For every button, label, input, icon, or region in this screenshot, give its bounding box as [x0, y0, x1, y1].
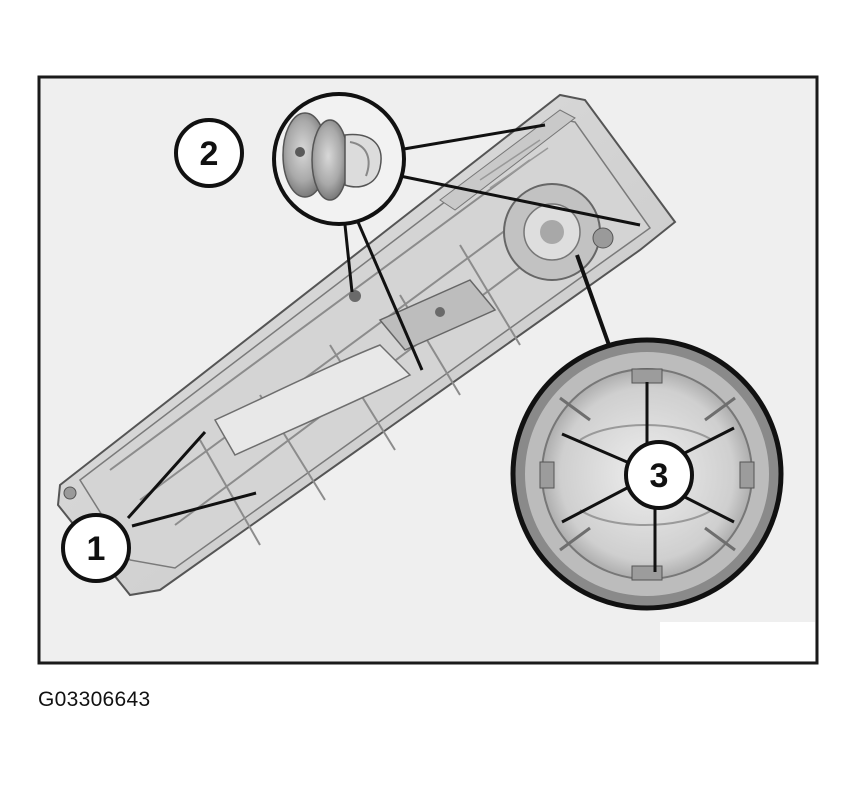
leader-lines-2 — [343, 123, 641, 371]
svg-text:1: 1 — [87, 530, 106, 568]
leader-lines-1 — [126, 430, 257, 528]
callout-3: 3 — [624, 440, 694, 510]
clip-2-detail — [272, 92, 406, 226]
svg-text:2: 2 — [200, 135, 219, 173]
svg-text:3: 3 — [650, 457, 669, 495]
callout-1: 1 — [61, 513, 131, 583]
trim-panel — [56, 93, 677, 597]
figure-id-caption: G03306643 — [38, 688, 151, 711]
frame-notch — [660, 622, 815, 661]
leader-lines-3-inner — [561, 382, 735, 572]
callout-2: 2 — [174, 118, 244, 188]
leader-line-3 — [575, 254, 612, 349]
